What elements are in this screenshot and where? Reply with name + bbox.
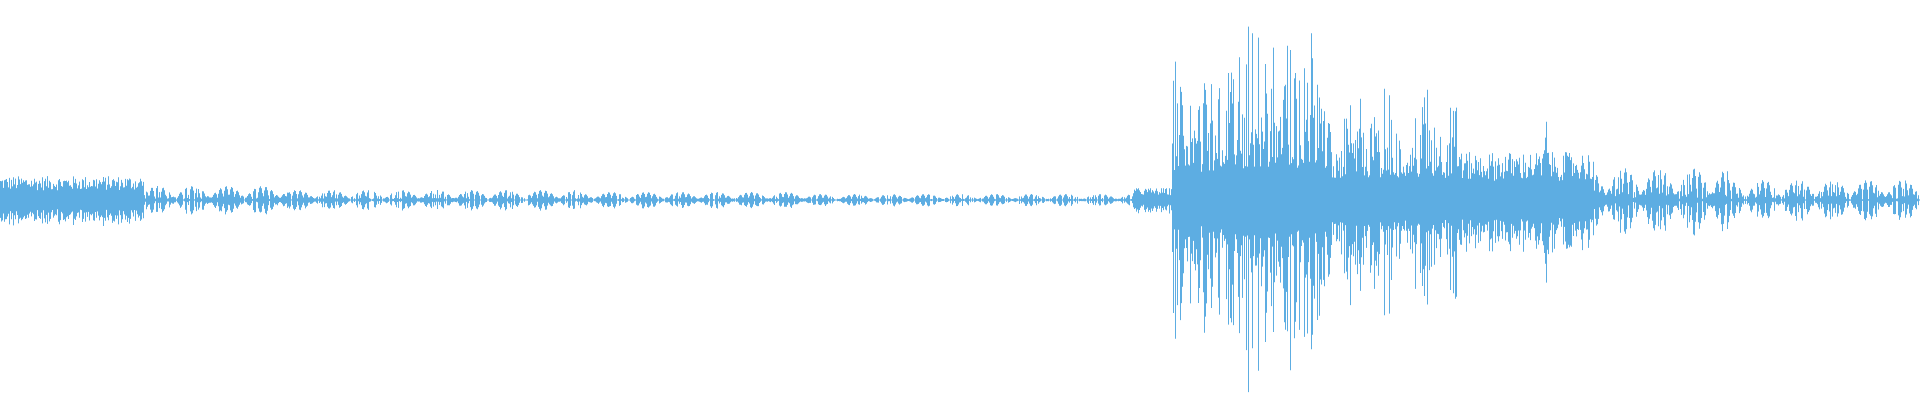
waveform-path <box>0 26 1920 393</box>
